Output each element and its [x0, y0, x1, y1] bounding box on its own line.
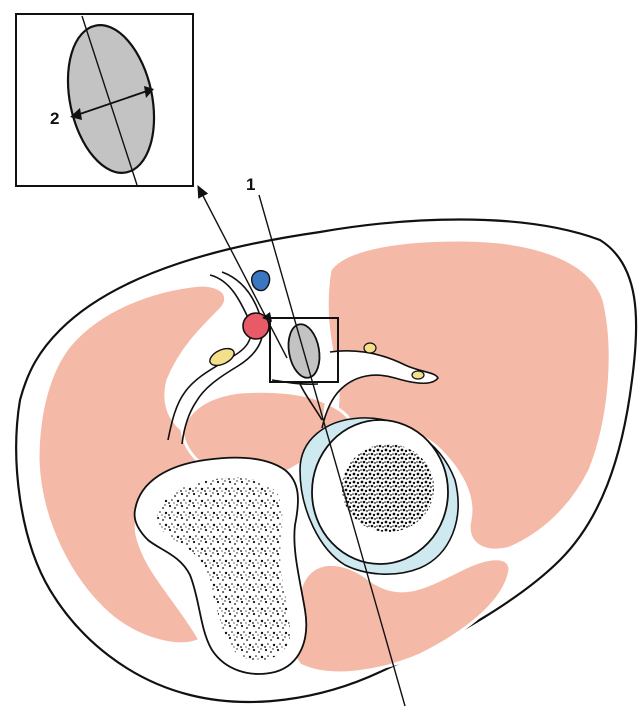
line-label-1: 1: [246, 175, 255, 194]
small-nerve-right-icon: [364, 343, 376, 353]
width-label-2: 2: [50, 109, 59, 128]
small-vessel-right-icon: [412, 371, 424, 379]
vein-icon: [252, 271, 270, 291]
humeral-head-marrow: [342, 444, 434, 532]
